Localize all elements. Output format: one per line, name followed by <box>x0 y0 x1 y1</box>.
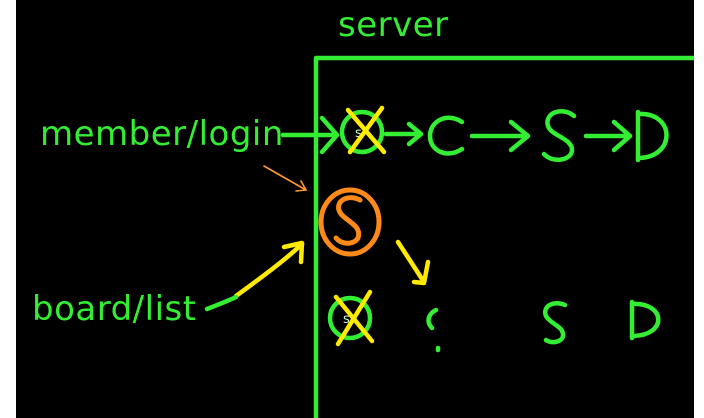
server-boundary <box>313 55 697 418</box>
controller-c-shape <box>427 115 465 156</box>
servlet-crossed-icon: s <box>339 105 387 155</box>
servlet-crossed-icon-2: s <box>327 289 375 347</box>
server-title: server <box>338 5 449 45</box>
member-login-label: member/login <box>40 114 284 154</box>
board-list-label: board/list <box>32 289 197 329</box>
board-list-connector <box>204 294 239 312</box>
arrow-c-to-s <box>469 119 531 153</box>
front-controller-s-icon <box>318 187 382 257</box>
controller-c-shape-2 <box>426 307 441 353</box>
orange-pointer-arrow <box>263 165 308 192</box>
arrow-s-to-c <box>383 121 424 147</box>
service-s-shape <box>541 109 577 163</box>
dispatch-arrow <box>395 239 431 286</box>
dao-d-shape-2 <box>629 299 661 341</box>
arrow-s-to-d <box>583 119 633 153</box>
svg-text:s: s <box>355 126 362 141</box>
service-s-shape-2 <box>542 300 568 345</box>
board-list-pointer-arrow <box>233 240 305 299</box>
member-login-arrow <box>280 115 340 155</box>
dao-d-shape <box>635 109 669 163</box>
svg-text:s: s <box>343 312 350 327</box>
